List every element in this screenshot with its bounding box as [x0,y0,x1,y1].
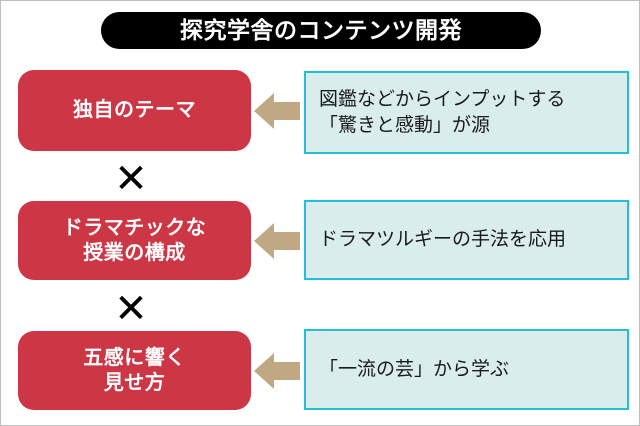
arrow-left-icon [254,349,300,393]
factor-box-1[interactable]: 独自のテーマ [18,70,251,151]
multiply-operator-1: ✕ [109,157,153,201]
detail-box-1[interactable]: 図鑑などからインプットする 「驚きと感動」が源 [304,71,629,154]
multiply-operator-2: ✕ [109,287,153,331]
detail-box-1-text: 図鑑などからインプットする 「驚きと感動」が源 [319,88,566,136]
detail-box-3-text: 「一流の芸」から学ぶ [319,358,510,380]
arrow-left-icon [254,89,300,133]
factor-box-1-label: 独自のテーマ [73,99,196,121]
detail-box-2-text: ドラマツルギーの手法を応用 [319,229,567,251]
page-title: 探究学舎のコンテンツ開発 [180,17,462,43]
detail-box-3[interactable]: 「一流の芸」から学ぶ [304,329,629,410]
detail-box-2[interactable]: ドラマツルギーの手法を応用 [304,200,629,280]
factor-box-3-label: 五感に響く 見せ方 [83,346,186,394]
factor-box-3[interactable]: 五感に響く 見せ方 [18,331,251,410]
factor-box-2-label: ドラマチックな 授業の構成 [62,216,207,264]
multiply-operator-2-symbol: ✕ [114,287,148,331]
factor-box-2[interactable]: ドラマチックな 授業の構成 [18,201,251,280]
page-title-pill: 探究学舎のコンテンツ開発 [101,12,541,49]
multiply-operator-1-symbol: ✕ [114,157,148,201]
arrow-left-icon [254,219,300,263]
